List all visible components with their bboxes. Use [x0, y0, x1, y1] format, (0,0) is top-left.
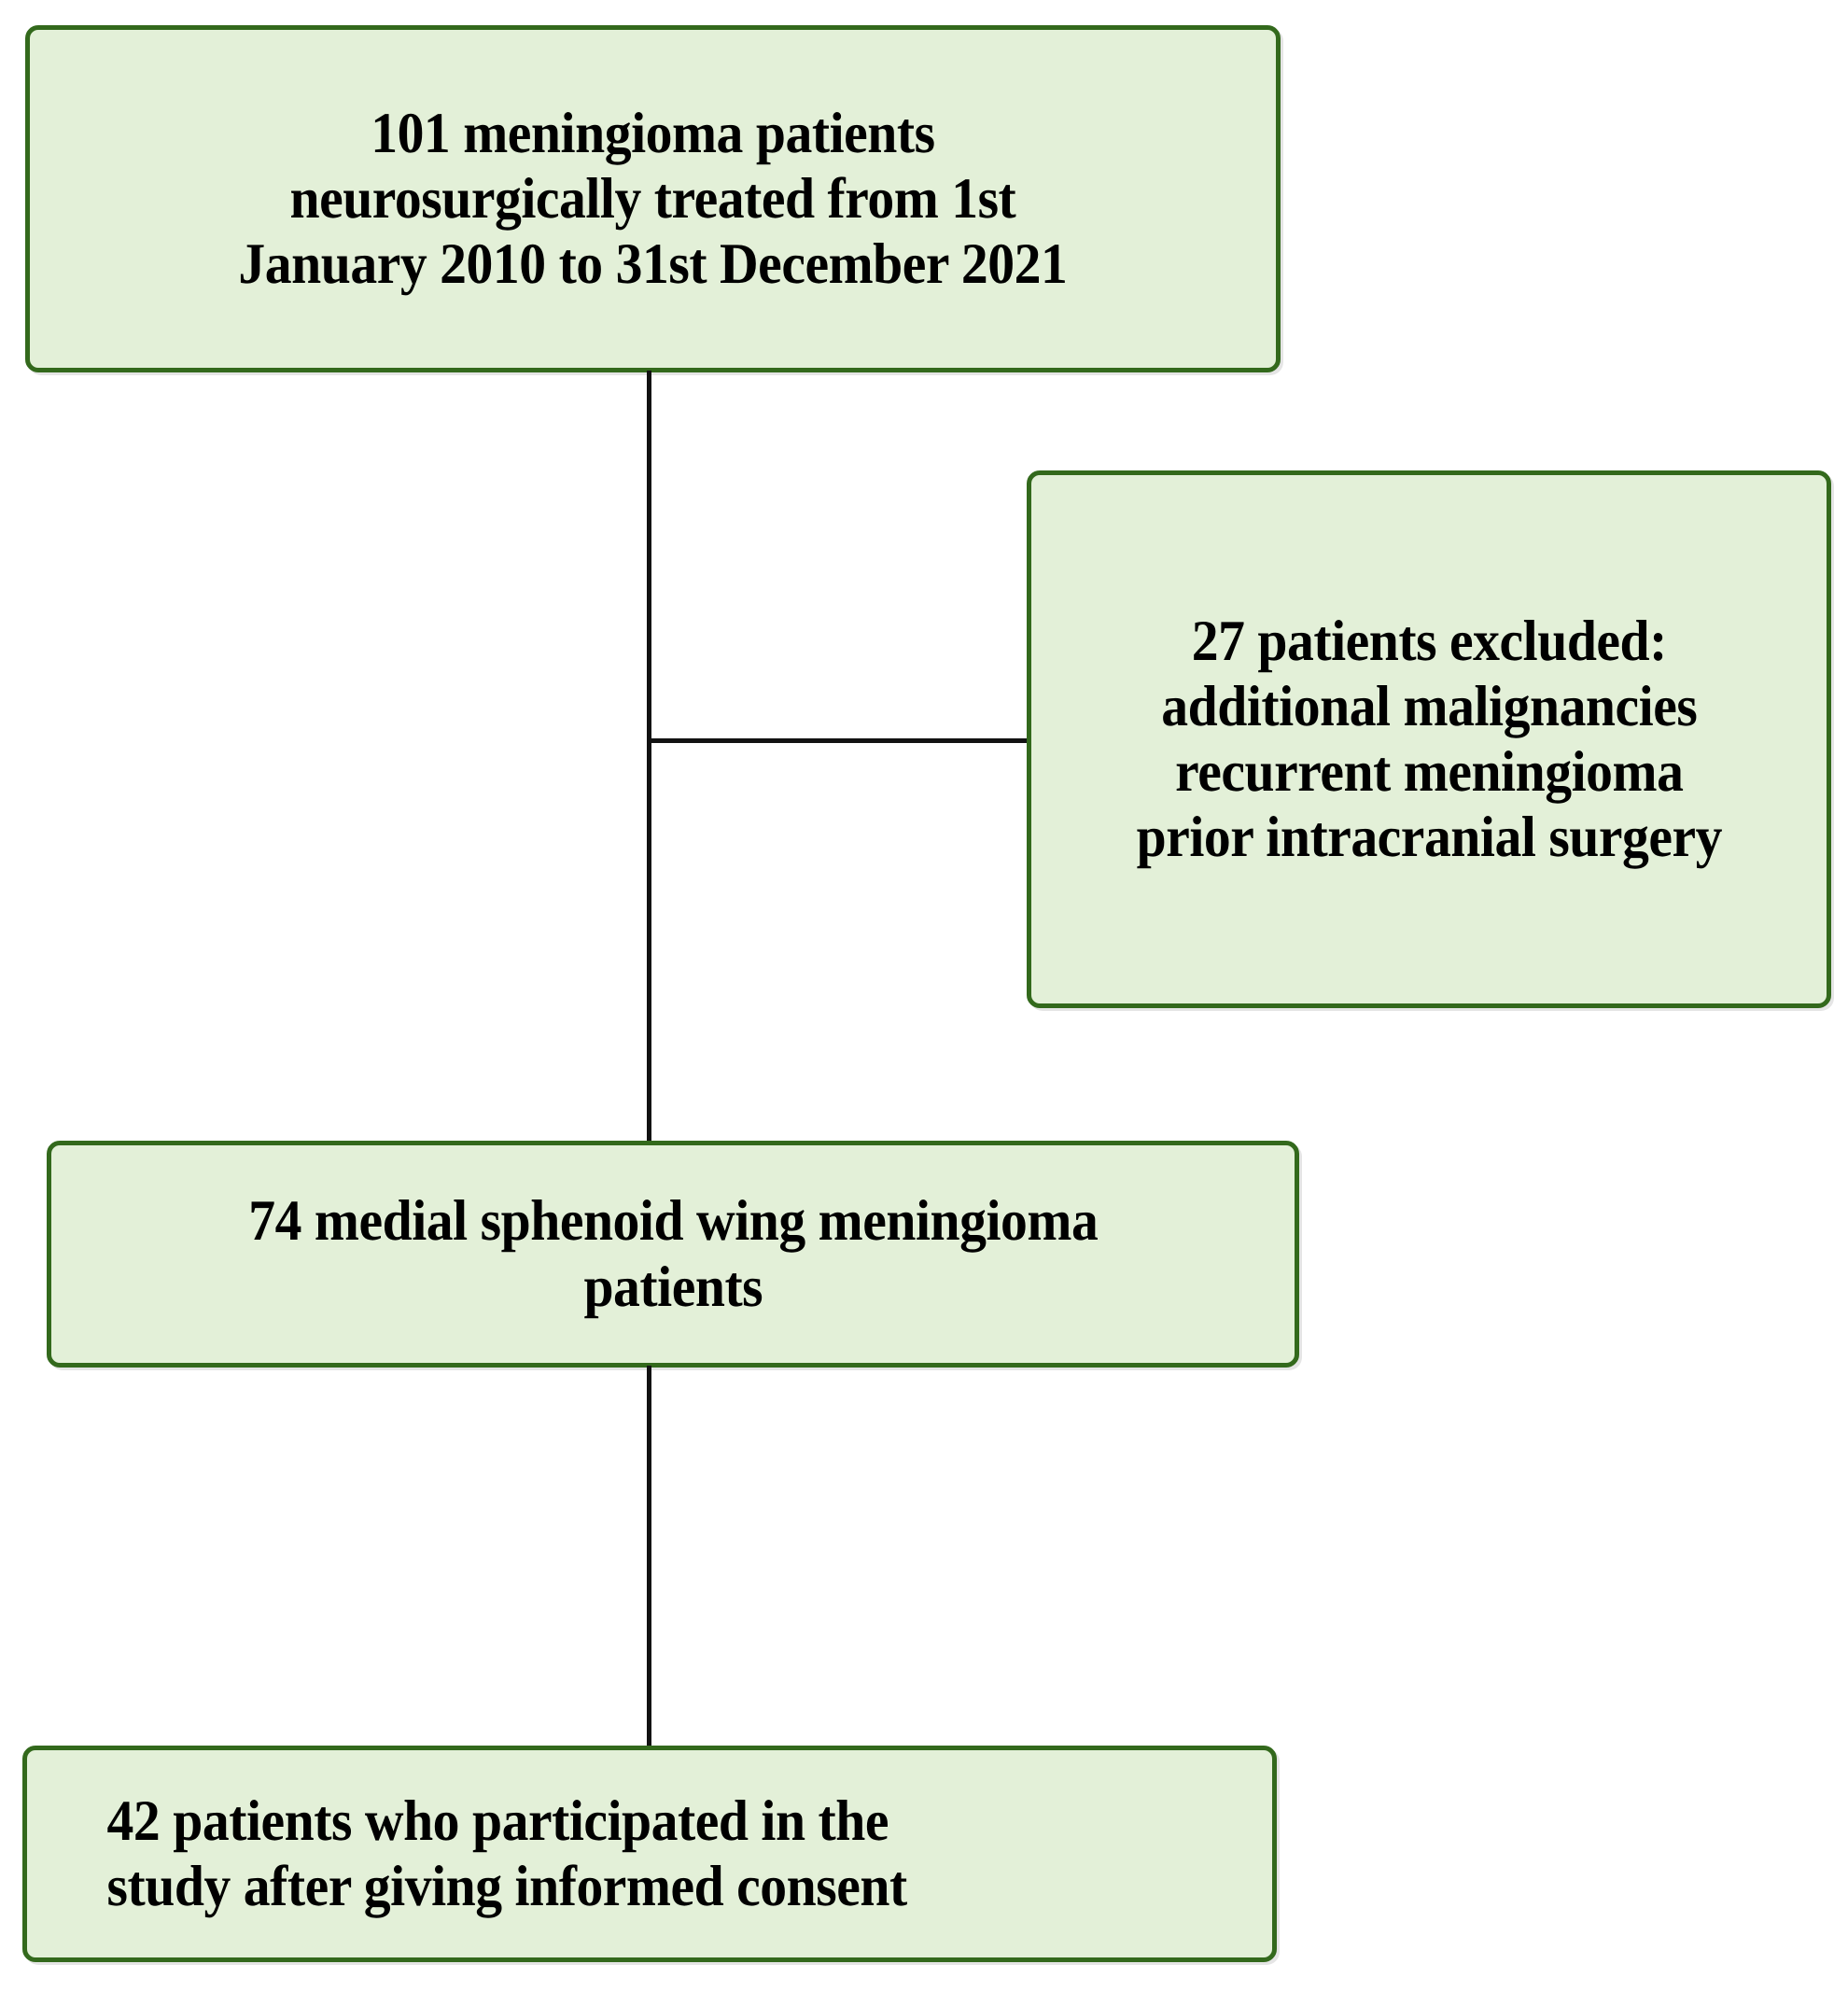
initial-cohort-text: 101 meningioma patients neurosurgically … — [238, 101, 1068, 297]
initial-cohort-box: 101 meningioma patients neurosurgically … — [25, 25, 1281, 372]
excluded-patients-text: 27 patients excluded: additional maligna… — [1136, 609, 1722, 870]
lower-vertical-connector — [647, 1366, 651, 1748]
final-participants-box: 42 patients who participated in the stud… — [22, 1746, 1277, 1962]
excluded-patients-box: 27 patients excluded: additional maligna… — [1027, 470, 1831, 1008]
exclusion-branch-connector — [647, 738, 1031, 743]
final-participants-text: 42 patients who participated in the stud… — [106, 1789, 908, 1918]
eligible-cohort-box: 74 medial sphenoid wing meningioma patie… — [47, 1141, 1299, 1368]
main-vertical-connector — [647, 371, 651, 1143]
eligible-cohort-text: 74 medial sphenoid wing meningioma patie… — [247, 1189, 1099, 1319]
